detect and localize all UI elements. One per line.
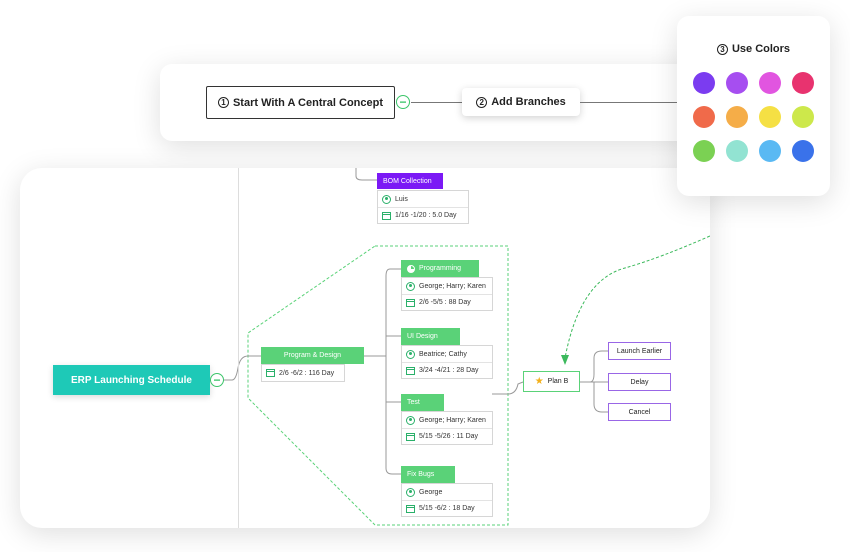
node-program-design[interactable]: Program & Design bbox=[261, 347, 364, 364]
ui-design-date: 3/24 -4/21 : 28 Day bbox=[419, 367, 479, 374]
erp-program-connector bbox=[224, 355, 261, 381]
color-swatch[interactable] bbox=[726, 106, 748, 128]
node-bom-collection[interactable]: BOM Collection bbox=[377, 173, 443, 189]
step-central-concept[interactable]: 1 Start With A Central Concept bbox=[206, 86, 395, 119]
use-colors-label: Use Colors bbox=[731, 43, 791, 55]
progress-pie-icon bbox=[407, 264, 415, 273]
color-swatch[interactable] bbox=[693, 140, 715, 162]
programming-people: George; Harry; Karen bbox=[419, 282, 486, 290]
bom-info: Luis 1/16 -1/20 : 5.0 Day bbox=[377, 190, 469, 224]
program-date: 2/6 -6/2 : 116 Day bbox=[279, 369, 335, 377]
arrow-head bbox=[561, 355, 569, 365]
connector-lines bbox=[224, 168, 710, 526]
bom-connector bbox=[355, 168, 377, 181]
person-icon bbox=[382, 194, 391, 204]
node-programming[interactable]: Programming bbox=[401, 260, 479, 277]
color-swatch[interactable] bbox=[726, 72, 748, 94]
bom-date: 1/16 -1/20 : 5.0 Day bbox=[395, 212, 457, 219]
mindmap-canvas: BOM Collection Luis 1/16 -1/20 : 5.0 Day… bbox=[20, 168, 710, 528]
test-people: George; Harry; Karen bbox=[419, 416, 486, 424]
group-boundary bbox=[247, 245, 509, 526]
option-delay[interactable]: Delay bbox=[608, 373, 671, 391]
tasks-trunk bbox=[385, 268, 401, 475]
programming-title: Programming bbox=[419, 265, 462, 272]
steps-card: 1 Start With A Central Concept − 2 Add B… bbox=[160, 64, 720, 141]
step-add-branches-label: Add Branches bbox=[491, 96, 566, 108]
color-swatch[interactable] bbox=[759, 106, 781, 128]
person-icon bbox=[406, 415, 415, 425]
calendar-icon bbox=[406, 366, 415, 375]
step-central-concept-label: Start With A Central Concept bbox=[232, 96, 384, 109]
program-info: 2/6 -6/2 : 116 Day bbox=[261, 364, 345, 382]
star-icon: ★ bbox=[534, 376, 544, 387]
calendar-icon bbox=[406, 298, 415, 307]
ui-design-info: Beatrice; Cathy 3/24 -4/21 : 28 Day bbox=[401, 345, 493, 379]
step-number-2: 2 bbox=[476, 96, 488, 108]
node-ui-design[interactable]: UI Design bbox=[401, 328, 460, 345]
option-connector bbox=[580, 350, 608, 383]
step-add-branches[interactable]: 2 Add Branches bbox=[462, 88, 580, 116]
collapse-icon[interactable]: − bbox=[396, 95, 410, 109]
person-icon bbox=[406, 487, 415, 497]
calendar-icon bbox=[406, 432, 415, 441]
programming-info: George; Harry; Karen 2/6 -5/5 : 88 Day bbox=[401, 277, 493, 311]
color-swatch[interactable] bbox=[792, 140, 814, 162]
relation-arrow bbox=[564, 235, 710, 359]
test-date: 5/15 -5/26 : 11 Day bbox=[419, 433, 479, 440]
test-plan-connector bbox=[492, 381, 524, 395]
node-fix-bugs[interactable]: Fix Bugs bbox=[401, 466, 455, 483]
step-number-1: 1 bbox=[217, 97, 229, 108]
color-swatch[interactable] bbox=[759, 140, 781, 162]
color-swatch[interactable] bbox=[759, 72, 781, 94]
node-plan-b[interactable]: ★Plan B bbox=[523, 371, 580, 392]
step-number-3: 3 bbox=[716, 44, 728, 55]
option-cancel[interactable]: Cancel bbox=[608, 403, 671, 421]
option-launch-earlier[interactable]: Launch Earlier bbox=[608, 342, 671, 360]
calendar-icon bbox=[266, 369, 275, 377]
calendar-icon bbox=[406, 504, 415, 513]
node-test[interactable]: Test bbox=[401, 394, 444, 411]
collapse-icon[interactable]: − bbox=[210, 373, 224, 387]
fix-bugs-people: George bbox=[419, 488, 443, 496]
person-icon bbox=[406, 281, 415, 291]
plan-b-title: Plan B bbox=[547, 378, 569, 385]
central-topic-erp[interactable]: ERP Launching Schedule bbox=[53, 365, 210, 395]
programming-date: 2/6 -5/5 : 88 Day bbox=[419, 299, 471, 306]
connector-line bbox=[580, 102, 720, 103]
color-swatch[interactable] bbox=[726, 140, 748, 162]
ui-design-people: Beatrice; Cathy bbox=[419, 350, 467, 358]
color-swatch[interactable] bbox=[792, 106, 814, 128]
fix-bugs-date: 5/15 -6/2 : 18 Day bbox=[419, 505, 475, 512]
connector-line bbox=[411, 102, 462, 103]
color-swatch[interactable] bbox=[693, 72, 715, 94]
calendar-icon bbox=[382, 211, 391, 220]
fix-bugs-info: George 5/15 -6/2 : 18 Day bbox=[401, 483, 493, 517]
color-swatch[interactable] bbox=[693, 106, 715, 128]
test-info: George; Harry; Karen 5/15 -5/26 : 11 Day bbox=[401, 411, 493, 445]
color-swatch[interactable] bbox=[792, 72, 814, 94]
divider-line bbox=[238, 168, 239, 528]
bom-person: Luis bbox=[395, 195, 408, 203]
person-icon bbox=[406, 349, 415, 359]
